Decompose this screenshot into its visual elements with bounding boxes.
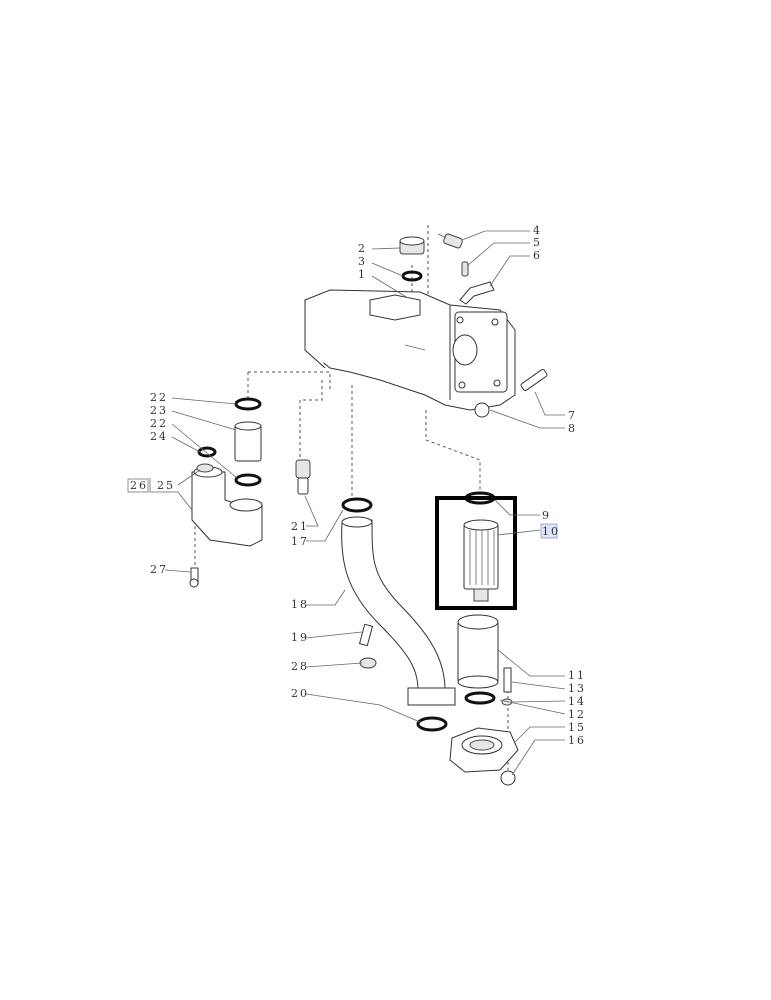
o-ring-17: [341, 497, 373, 513]
label-5: 5: [533, 236, 542, 249]
label-16: 16: [568, 734, 586, 747]
label-18: 18: [291, 598, 309, 611]
pin-part-7: [520, 368, 548, 392]
label-28: 28: [291, 660, 309, 673]
label-1: 1: [358, 268, 367, 281]
label-10: 10: [542, 525, 560, 538]
o-ring-22-upper: [234, 397, 262, 411]
part-labels: 1 2 3 4 5 6 7 8 9 10 11 13 14 12 15 16 1…: [130, 224, 586, 747]
pipe-part-18: [341, 516, 456, 706]
label-13: 13: [568, 682, 586, 695]
label-27: 27: [150, 563, 168, 576]
o-ring-20: [416, 716, 448, 732]
filter-element-10: [463, 519, 499, 602]
elbow-part-25: [191, 463, 263, 547]
label-4: 4: [533, 224, 542, 237]
label-17: 17: [291, 535, 309, 548]
label-9: 9: [542, 509, 551, 522]
label-7: 7: [568, 409, 577, 422]
label-12: 12: [568, 708, 586, 721]
label-8: 8: [568, 422, 577, 435]
bolt-part-16: [500, 770, 516, 786]
stud-part-13: [503, 667, 512, 693]
label-22-upper: 22: [150, 391, 168, 404]
o-ring-3: [401, 270, 423, 282]
base-plate-part-12: [449, 727, 519, 773]
filter-cup-part-11: [457, 614, 499, 689]
label-25: 25: [157, 479, 175, 492]
label-3: 3: [358, 255, 367, 268]
washer-part-28: [359, 657, 377, 669]
label-6: 6: [533, 249, 542, 262]
label-22-lower: 22: [150, 417, 168, 430]
sensor-part-4: [437, 233, 463, 249]
highlight-box: [435, 496, 517, 610]
o-ring-22-lower: [234, 473, 262, 487]
label-21: 21: [291, 520, 309, 533]
label-14: 14: [568, 695, 586, 708]
label-11: 11: [568, 669, 586, 682]
manifold-housing: [304, 289, 516, 411]
cap-part-2: [399, 236, 425, 255]
bracket-part-6: [459, 281, 495, 305]
bolt-part-27: [189, 567, 199, 588]
label-26: 26: [130, 479, 148, 492]
label-19: 19: [291, 631, 309, 644]
label-15: 15: [568, 721, 586, 734]
o-ring-15: [464, 691, 496, 705]
label-10-highlight: [540, 523, 558, 539]
sleeve-part-23: [234, 421, 262, 462]
nut-part-14: [501, 698, 513, 706]
fitting-part-5: [461, 261, 469, 277]
label-24: 24: [150, 430, 168, 443]
o-ring-24: [197, 446, 217, 458]
bolt-part-19: [358, 623, 374, 647]
label-26-box: [127, 478, 149, 493]
label-23: 23: [150, 404, 168, 417]
label-2: 2: [358, 242, 367, 255]
label-20: 20: [291, 687, 309, 700]
sensor-part-21: [295, 459, 311, 495]
leader-lines: [149, 230, 566, 776]
bolt-part-8: [474, 402, 490, 418]
